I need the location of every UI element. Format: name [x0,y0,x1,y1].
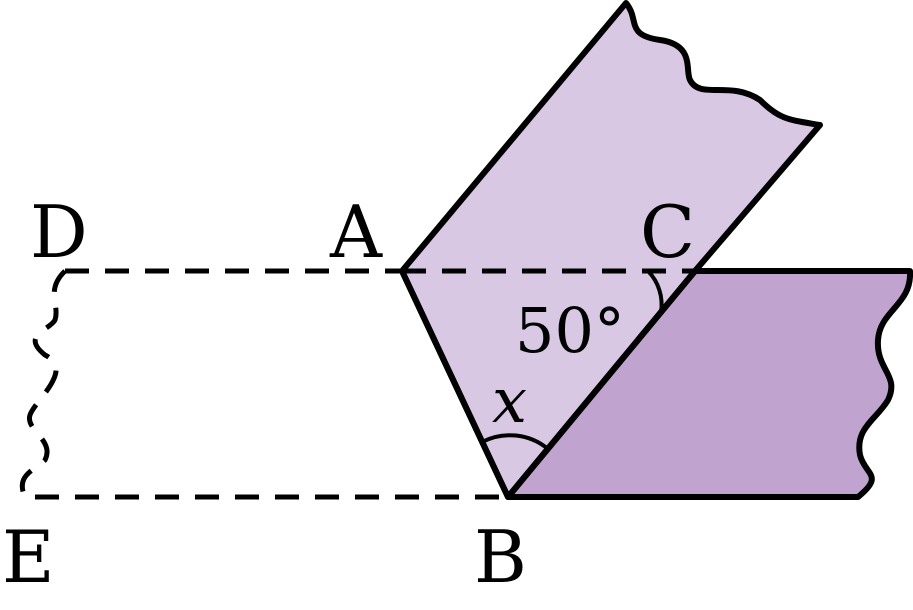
point-label-e: E [2,515,55,599]
point-label-c: C [640,190,695,274]
segment-ab [399,269,511,499]
point-label-b: B [474,515,527,599]
angle-arc-50 [646,269,664,313]
dashed-torn-edge-de [20,269,67,499]
angle-label-50: 50° [515,294,625,367]
angle-label-x: x [492,364,527,437]
strip-folded-part [399,0,823,500]
strip-unfolded-part [505,268,913,500]
point-label-a: A [329,190,383,274]
fold-line-bc [505,269,698,499]
angle-arc-x [481,433,550,451]
point-label-d: D [30,190,88,274]
